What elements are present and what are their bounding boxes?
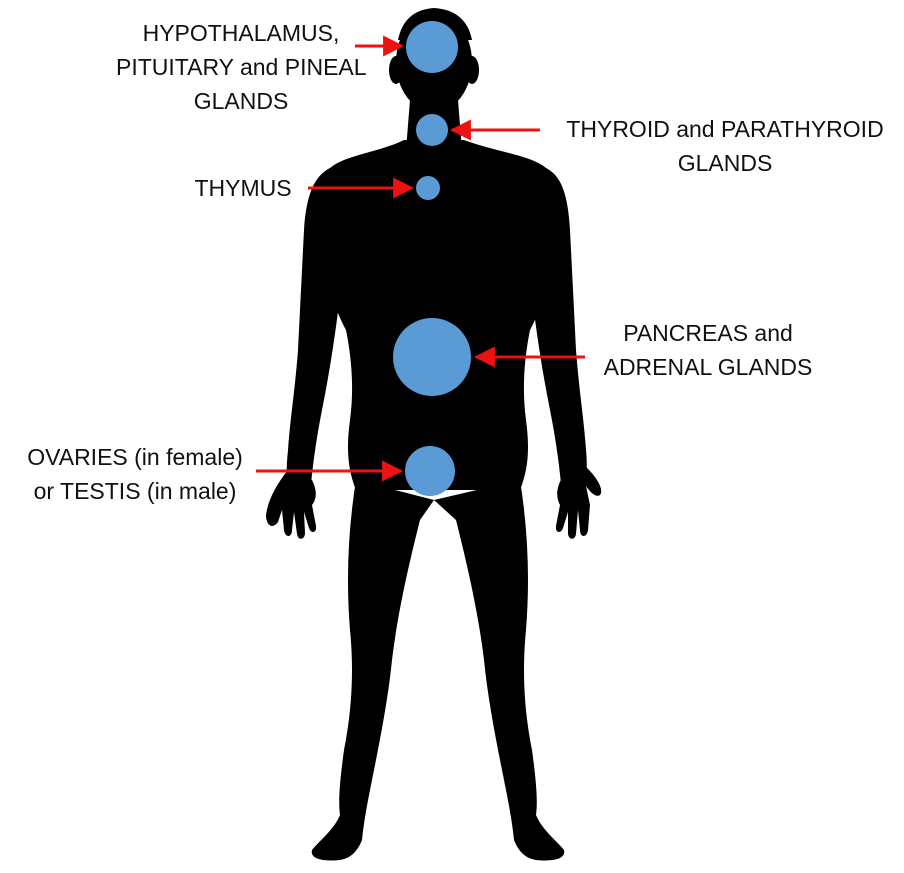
label-pancreas: PANCREAS and ADRENAL GLANDS xyxy=(588,316,828,384)
label-thyroid-line-1: THYROID and PARATHYROID xyxy=(548,112,902,146)
label-thymus: THYMUS xyxy=(180,171,306,205)
label-ovaries-line-1: OVARIES (in female) xyxy=(4,440,266,474)
gland-thyroid xyxy=(416,114,448,146)
label-pancreas-line-2: ADRENAL GLANDS xyxy=(588,350,828,384)
gland-pancreas xyxy=(393,318,471,396)
label-thyroid: THYROID and PARATHYROID GLANDS xyxy=(548,112,902,180)
label-ovaries: OVARIES (in female) or TESTIS (in male) xyxy=(4,440,266,508)
label-thymus-line-1: THYMUS xyxy=(180,171,306,205)
label-hypothalamus: HYPOTHALAMUS, PITUITARY and PINEAL GLAND… xyxy=(116,16,366,118)
label-thyroid-line-2: GLANDS xyxy=(548,146,902,180)
label-hypothalamus-line-2: PITUITARY and PINEAL xyxy=(116,50,366,84)
gland-ovaries xyxy=(405,446,455,496)
label-hypothalamus-line-3: GLANDS xyxy=(116,84,366,118)
label-pancreas-line-1: PANCREAS and xyxy=(588,316,828,350)
label-ovaries-line-2: or TESTIS (in male) xyxy=(4,474,266,508)
gland-thymus xyxy=(416,176,440,200)
label-hypothalamus-line-1: HYPOTHALAMUS, xyxy=(116,16,366,50)
gland-hypothalamus xyxy=(406,21,458,73)
